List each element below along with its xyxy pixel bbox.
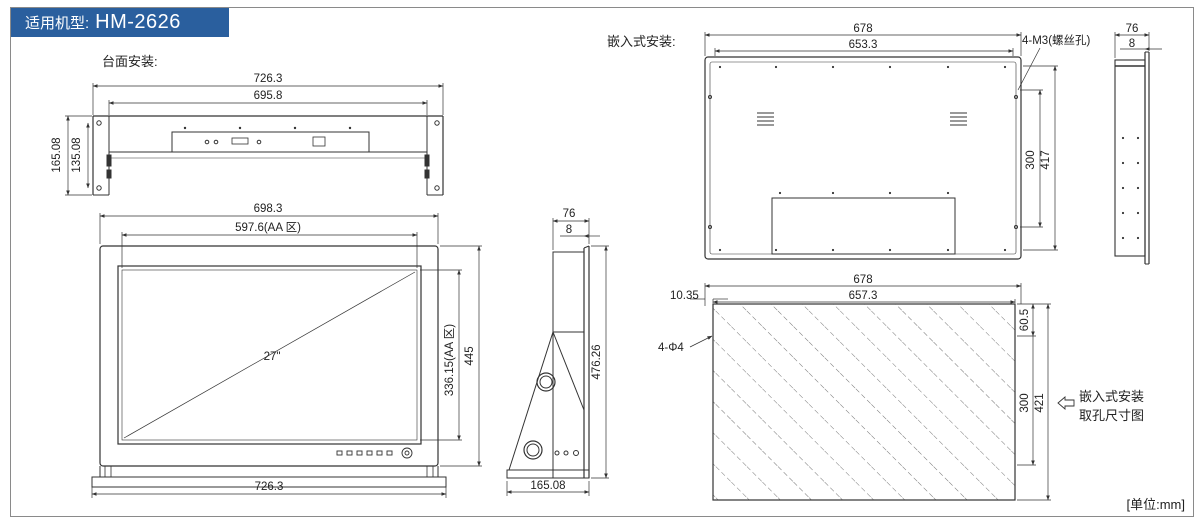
dim-embedded-width-outer: 678 [853,23,872,35]
dim-cutout-offset: 10.35 [670,290,699,302]
side-view-dimensions [506,218,609,496]
dim-cutout-top: 60.5 [1019,309,1031,331]
embedded-back-dimensions [704,32,1058,251]
dim-side-width: 76 [563,208,576,220]
cutout-view [712,303,1016,501]
cutout-holes-label: 4-Φ4 [658,342,684,354]
dim-front-width: 698.3 [254,203,283,215]
dim-side-gap: 8 [566,224,572,236]
dim-front-diagonal: 27" [264,351,281,363]
dim-side-base: 165.08 [530,480,565,492]
dim-cutout-width-outer: 678 [853,274,872,286]
dim-front-base: 726.3 [255,481,284,493]
dim-front-aa-height: 336.15(AA 区) [444,324,456,396]
dim-top-width-outer: 726.3 [254,73,283,85]
model-badge-label: 适用机型: [25,15,90,32]
dim-front-height: 445 [464,346,476,365]
front-view-dimensions [91,213,482,498]
dim-embedded-side-gap: 8 [1129,38,1135,50]
dim-cutout-height-outer: 421 [1034,393,1046,412]
embedded-back-view [704,56,1022,260]
cutout-dimensions [689,283,1075,501]
dim-front-aa-width: 597.6(AA 区) [235,222,301,234]
dim-top-height-outer: 165.08 [51,137,63,172]
model-badge-value: HM-2626 [95,11,181,33]
dim-embedded-height-inner: 300 [1025,150,1037,169]
embedded-side-view [1114,51,1150,265]
side-view [506,245,590,479]
dim-embedded-width-inner: 653.3 [849,39,878,51]
front-view [91,245,447,488]
desktop-section-label: 台面安装: [102,54,158,69]
embedded-side-dimensions [1114,32,1162,58]
dim-embedded-height-outer: 417 [1040,150,1052,169]
model-badge: 适用机型: HM-2626 [11,8,229,37]
embedded-section-label: 嵌入式安装: [607,34,676,49]
cutout-caption-line2: 取孔尺寸图 [1079,408,1144,423]
dim-top-height-inner: 135.08 [71,137,83,172]
dim-cutout-height-inner: 300 [1019,393,1031,412]
top-view-dimensions [65,83,444,196]
dim-embedded-side-width: 76 [1126,23,1139,35]
embedded-screw-holes-label: 4-M3(螺丝孔) [1022,34,1091,47]
top-view [92,115,444,196]
drawing-frame [10,7,1194,517]
dim-top-width-inner: 695.8 [254,90,283,102]
dim-cutout-width-inner: 657.3 [849,290,878,302]
unit-label: [单位:mm] [1126,497,1186,512]
cutout-caption-line1: 嵌入式安装 [1079,389,1144,404]
dim-side-height: 476.26 [591,344,603,379]
